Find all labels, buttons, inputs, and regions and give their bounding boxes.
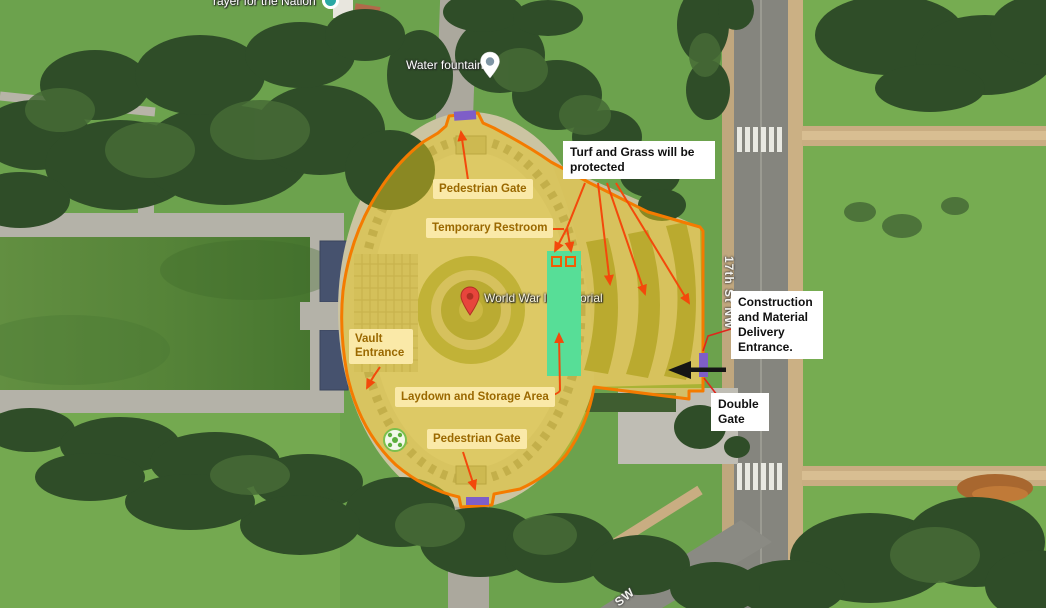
reflecting-pool-area bbox=[0, 198, 362, 413]
arrow-turf-panel-2 bbox=[606, 182, 647, 296]
memorial-pin[interactable] bbox=[459, 286, 481, 316]
laydown-green-area bbox=[547, 251, 581, 376]
arrow-pedestrian-gate-bottom bbox=[462, 451, 477, 491]
arrow-pedestrian-gate-top bbox=[457, 130, 469, 181]
laydown-storage-label: Laydown and Storage Area bbox=[395, 387, 555, 408]
callout-line-double-gate bbox=[703, 377, 718, 396]
restroom-marker-1 bbox=[551, 256, 562, 267]
pool-walkway-south bbox=[0, 390, 344, 413]
gate-marker-bottom bbox=[466, 497, 489, 505]
double-gate-callout: Double Gate bbox=[711, 393, 769, 431]
reflecting-pool bbox=[0, 237, 310, 390]
arrow-vault-entrance bbox=[366, 366, 381, 390]
callout-line-construction bbox=[702, 328, 732, 352]
pedestrian-gate-top-label: Pedestrian Gate bbox=[433, 179, 533, 200]
annotation-arrows bbox=[366, 130, 691, 491]
poi-dot-icon[interactable] bbox=[322, 0, 339, 9]
water-fountain-pin[interactable] bbox=[478, 50, 502, 80]
arrow-turf-panel-3 bbox=[615, 182, 691, 305]
vault-entrance-label: Vault Entrance bbox=[349, 329, 413, 364]
turf-protected-callout: Turf and Grass will be protected bbox=[563, 141, 715, 179]
gate-marker-east bbox=[699, 353, 708, 377]
restroom-marker-2 bbox=[565, 256, 576, 267]
work-zone-overlay bbox=[340, 111, 705, 509]
paw-icon[interactable] bbox=[383, 428, 407, 452]
line-turf-to-junction bbox=[566, 182, 586, 229]
crosswalk-south bbox=[737, 463, 782, 490]
gate-marker-top bbox=[453, 110, 477, 121]
temporary-restroom-label: Temporary Restroom bbox=[426, 218, 554, 239]
hedge bbox=[576, 393, 676, 412]
pedestrian-gate-bottom-label: Pedestrian Gate bbox=[427, 429, 527, 450]
top-partial-poi-label[interactable]: rayer for the Nation bbox=[213, 0, 316, 8]
black-entrance-arrow bbox=[668, 361, 726, 379]
construction-entrance-callout: Construction and Material Delivery Entra… bbox=[731, 291, 823, 359]
east-lawn-paths bbox=[802, 126, 1046, 502]
crosswalk-north bbox=[737, 127, 782, 152]
callout-lines bbox=[702, 328, 732, 396]
gate-markers bbox=[453, 110, 708, 505]
arrow-turf-panel-1 bbox=[597, 182, 614, 286]
arrow-restroom-2 bbox=[564, 227, 575, 253]
arrow-restroom-1 bbox=[554, 227, 568, 253]
water-fountain-label[interactable]: Water fountain bbox=[406, 58, 484, 72]
